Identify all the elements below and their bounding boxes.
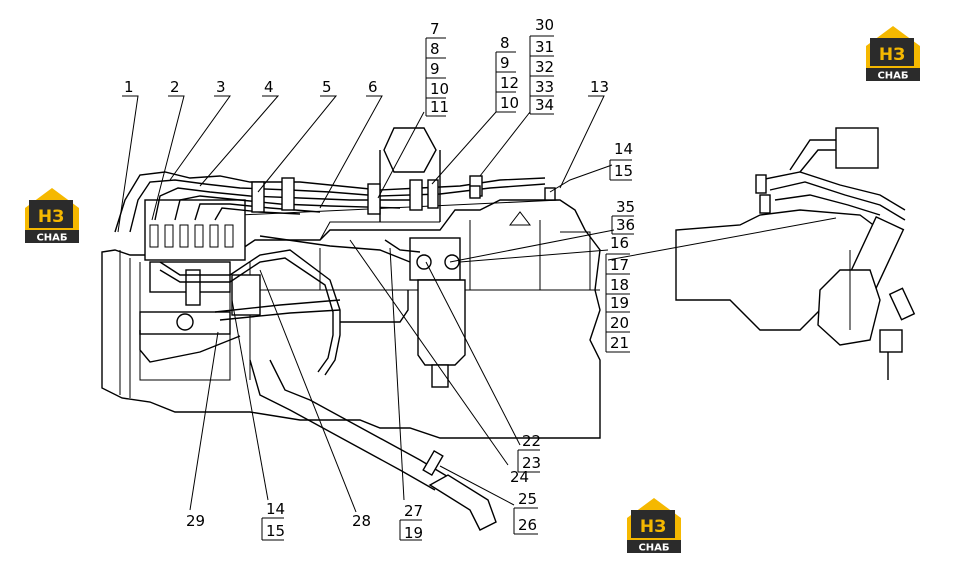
callout-36: 36 [616, 216, 635, 234]
callout-14-top: 14 [614, 140, 633, 158]
callout-30: 30 [535, 16, 554, 34]
fuel-filter [409, 237, 466, 388]
callout-13: 13 [590, 78, 609, 96]
callouts: 1 2 3 4 5 6 7 8 9 10 11 8 9 12 10 30 31 … [124, 16, 635, 542]
callout-6: 6 [368, 78, 378, 96]
callout-24: 24 [510, 468, 529, 486]
callout-29: 29 [186, 512, 205, 530]
callout-4: 4 [264, 78, 274, 96]
logo-word: СНАБ [877, 71, 908, 82]
callout-10b: 10 [500, 94, 519, 112]
callout-15-bottom: 15 [266, 522, 285, 540]
callout-17: 17 [610, 256, 629, 274]
detail-view [675, 127, 916, 380]
callout-9: 9 [430, 60, 440, 78]
callout-14-bottom: 14 [266, 500, 285, 518]
brand-logo-bottom: НЗ СНАБ [623, 496, 685, 554]
callout-8b: 8 [500, 34, 510, 52]
callout-25: 25 [518, 490, 537, 508]
fuel-pump-assembly [139, 199, 261, 335]
callout-28: 28 [352, 512, 371, 530]
callout-5: 5 [322, 78, 332, 96]
intake-tube [249, 359, 497, 531]
low-pressure-lines [139, 235, 421, 376]
callout-34: 34 [535, 96, 554, 114]
callout-1: 1 [124, 78, 134, 96]
logo-letters: НЗ [879, 45, 905, 65]
callout-27: 27 [404, 502, 423, 520]
callout-23: 23 [522, 454, 541, 472]
callout-7: 7 [430, 20, 440, 38]
callout-16: 16 [610, 234, 629, 252]
callout-3: 3 [216, 78, 226, 96]
callout-19: 19 [610, 294, 629, 312]
callout-8: 8 [430, 40, 440, 58]
callout-18: 18 [610, 276, 629, 294]
leader-lines [117, 95, 837, 513]
callout-32: 32 [535, 58, 554, 76]
callout-10: 10 [430, 80, 449, 98]
callout-26: 26 [518, 516, 537, 534]
logo-letters: НЗ [38, 207, 64, 227]
brand-logo-top-right: НЗ СНАБ [862, 24, 924, 82]
logo-letters: НЗ [640, 517, 666, 537]
callout-9b: 9 [500, 54, 510, 72]
logo-word: СНАБ [36, 233, 67, 244]
callout-33: 33 [535, 78, 554, 96]
callout-15-top: 15 [614, 162, 633, 180]
callout-35: 35 [616, 198, 635, 216]
brand-logo-left: НЗ СНАБ [21, 186, 83, 244]
callout-20: 20 [610, 314, 629, 332]
logo-word: СНАБ [638, 543, 669, 554]
callout-22: 22 [522, 432, 541, 450]
callout-19b: 19 [404, 524, 423, 542]
callout-2: 2 [170, 78, 180, 96]
fuel-line-bundle [114, 171, 556, 233]
callout-31: 31 [535, 38, 554, 56]
callout-21: 21 [610, 334, 629, 352]
callout-11: 11 [430, 98, 449, 116]
callout-12: 12 [500, 74, 519, 92]
